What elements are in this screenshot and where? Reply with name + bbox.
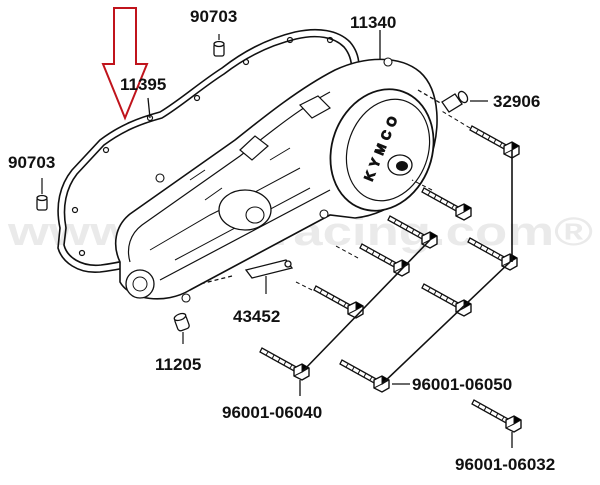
dowel-pin-11205 bbox=[173, 312, 190, 344]
dowel-pin-top bbox=[213, 34, 225, 57]
breather-fitting-32906 bbox=[417, 89, 488, 113]
label-96001-06050: 96001-06050 bbox=[412, 375, 512, 394]
label-96001-06032: 96001-06032 bbox=[455, 455, 555, 474]
label-90703-left: 90703 bbox=[8, 153, 55, 172]
leader-lines bbox=[147, 30, 513, 448]
bolt-bracket-lines bbox=[301, 150, 513, 385]
label-11395: 11395 bbox=[120, 75, 166, 94]
part-labels: 90703 11340 11395 32906 90703 43452 1120… bbox=[8, 7, 555, 474]
dowel-pin-left bbox=[36, 178, 48, 211]
label-32906: 32906 bbox=[493, 92, 540, 111]
alignment-lines bbox=[295, 109, 471, 291]
label-11205: 11205 bbox=[155, 355, 201, 374]
clutch-dome: KYMCO bbox=[329, 88, 435, 212]
clip-43452 bbox=[199, 259, 294, 294]
label-11340: 11340 bbox=[350, 13, 396, 32]
indicator-arrow bbox=[101, 7, 149, 121]
label-96001-06040: 96001-06040 bbox=[222, 403, 322, 422]
label-43452: 43452 bbox=[233, 307, 280, 326]
label-90703-top: 90703 bbox=[190, 7, 237, 26]
